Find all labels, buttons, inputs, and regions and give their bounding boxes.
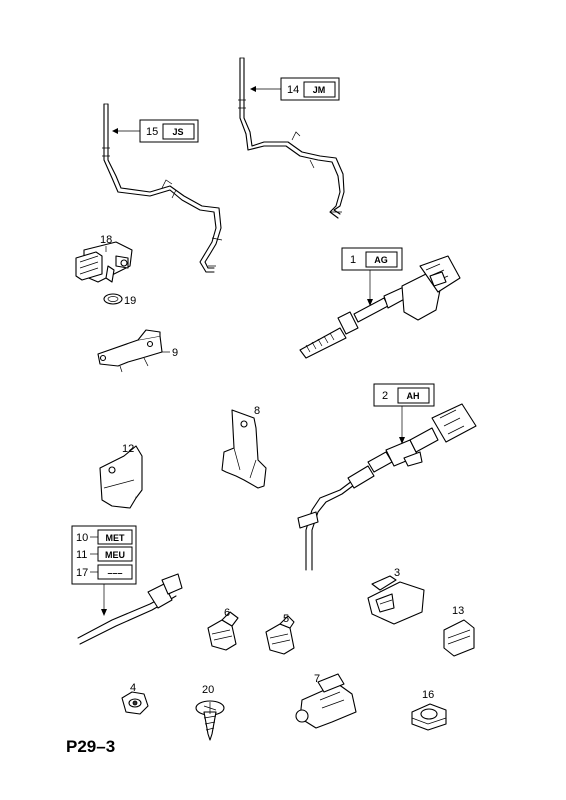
callout-14-number: 14	[287, 84, 299, 96]
sensor-part-1	[299, 255, 461, 359]
clip-part-13	[443, 619, 475, 657]
page-code: P29–3	[66, 737, 115, 756]
clip-part-5	[265, 615, 295, 655]
bracket-part-12	[99, 445, 143, 509]
label-part-18: 18	[100, 234, 112, 246]
callout-15-code: JS	[172, 127, 183, 137]
o-ring-part-19	[103, 293, 123, 305]
sensor-part-18	[75, 241, 133, 283]
callout-11-number: 11	[76, 549, 87, 561]
callout-15: 15 JS	[112, 119, 199, 143]
label-part-19: 19	[124, 295, 136, 307]
label-part-12: 12	[122, 443, 134, 455]
label-part-5: 5	[283, 613, 289, 625]
bracket-part-8	[221, 409, 267, 489]
label-part-6: 6	[224, 607, 230, 619]
callout-10-code: MET	[106, 533, 126, 543]
callout-2: 2 AH	[373, 383, 435, 444]
callout-17-code: –––	[107, 568, 122, 578]
callout-1: 1 AG	[341, 247, 403, 306]
callout-11-code: MEU	[105, 550, 125, 560]
callout-17-number: 17	[76, 567, 88, 579]
sensor-part-3	[367, 575, 425, 625]
callout-2-code: AH	[407, 391, 420, 401]
callout-2-number: 2	[382, 390, 388, 402]
cable-tie-part-10	[77, 573, 183, 645]
label-part-16: 16	[422, 689, 434, 701]
callout-14-code: JM	[313, 85, 326, 95]
label-part-7: 7	[314, 673, 320, 685]
grommet-part-16	[411, 703, 447, 731]
callout-10-11-17: 10 MET 11 MEU 17 –––	[71, 525, 137, 616]
callout-14: 14 JM	[250, 77, 340, 101]
nut-part-4	[121, 691, 149, 715]
bracket-part-9	[97, 329, 163, 373]
label-part-4: 4	[130, 682, 136, 694]
callout-15-number: 15	[146, 126, 158, 138]
pipe-part-14	[238, 57, 345, 219]
callout-1-code: AG	[374, 255, 388, 265]
label-part-13: 13	[452, 605, 464, 617]
screw-part-20	[195, 700, 225, 741]
label-part-8: 8	[254, 405, 260, 417]
label-part-20: 20	[202, 684, 214, 696]
label-part-9: 9	[172, 347, 178, 359]
callout-10-number: 10	[76, 532, 88, 544]
label-part-3: 3	[394, 567, 400, 579]
callout-1-number: 1	[350, 254, 356, 266]
clip-part-6	[207, 611, 239, 651]
sensor-part-2	[297, 403, 477, 571]
bracket-part-7	[295, 673, 357, 729]
pipe-part-15	[102, 103, 223, 273]
